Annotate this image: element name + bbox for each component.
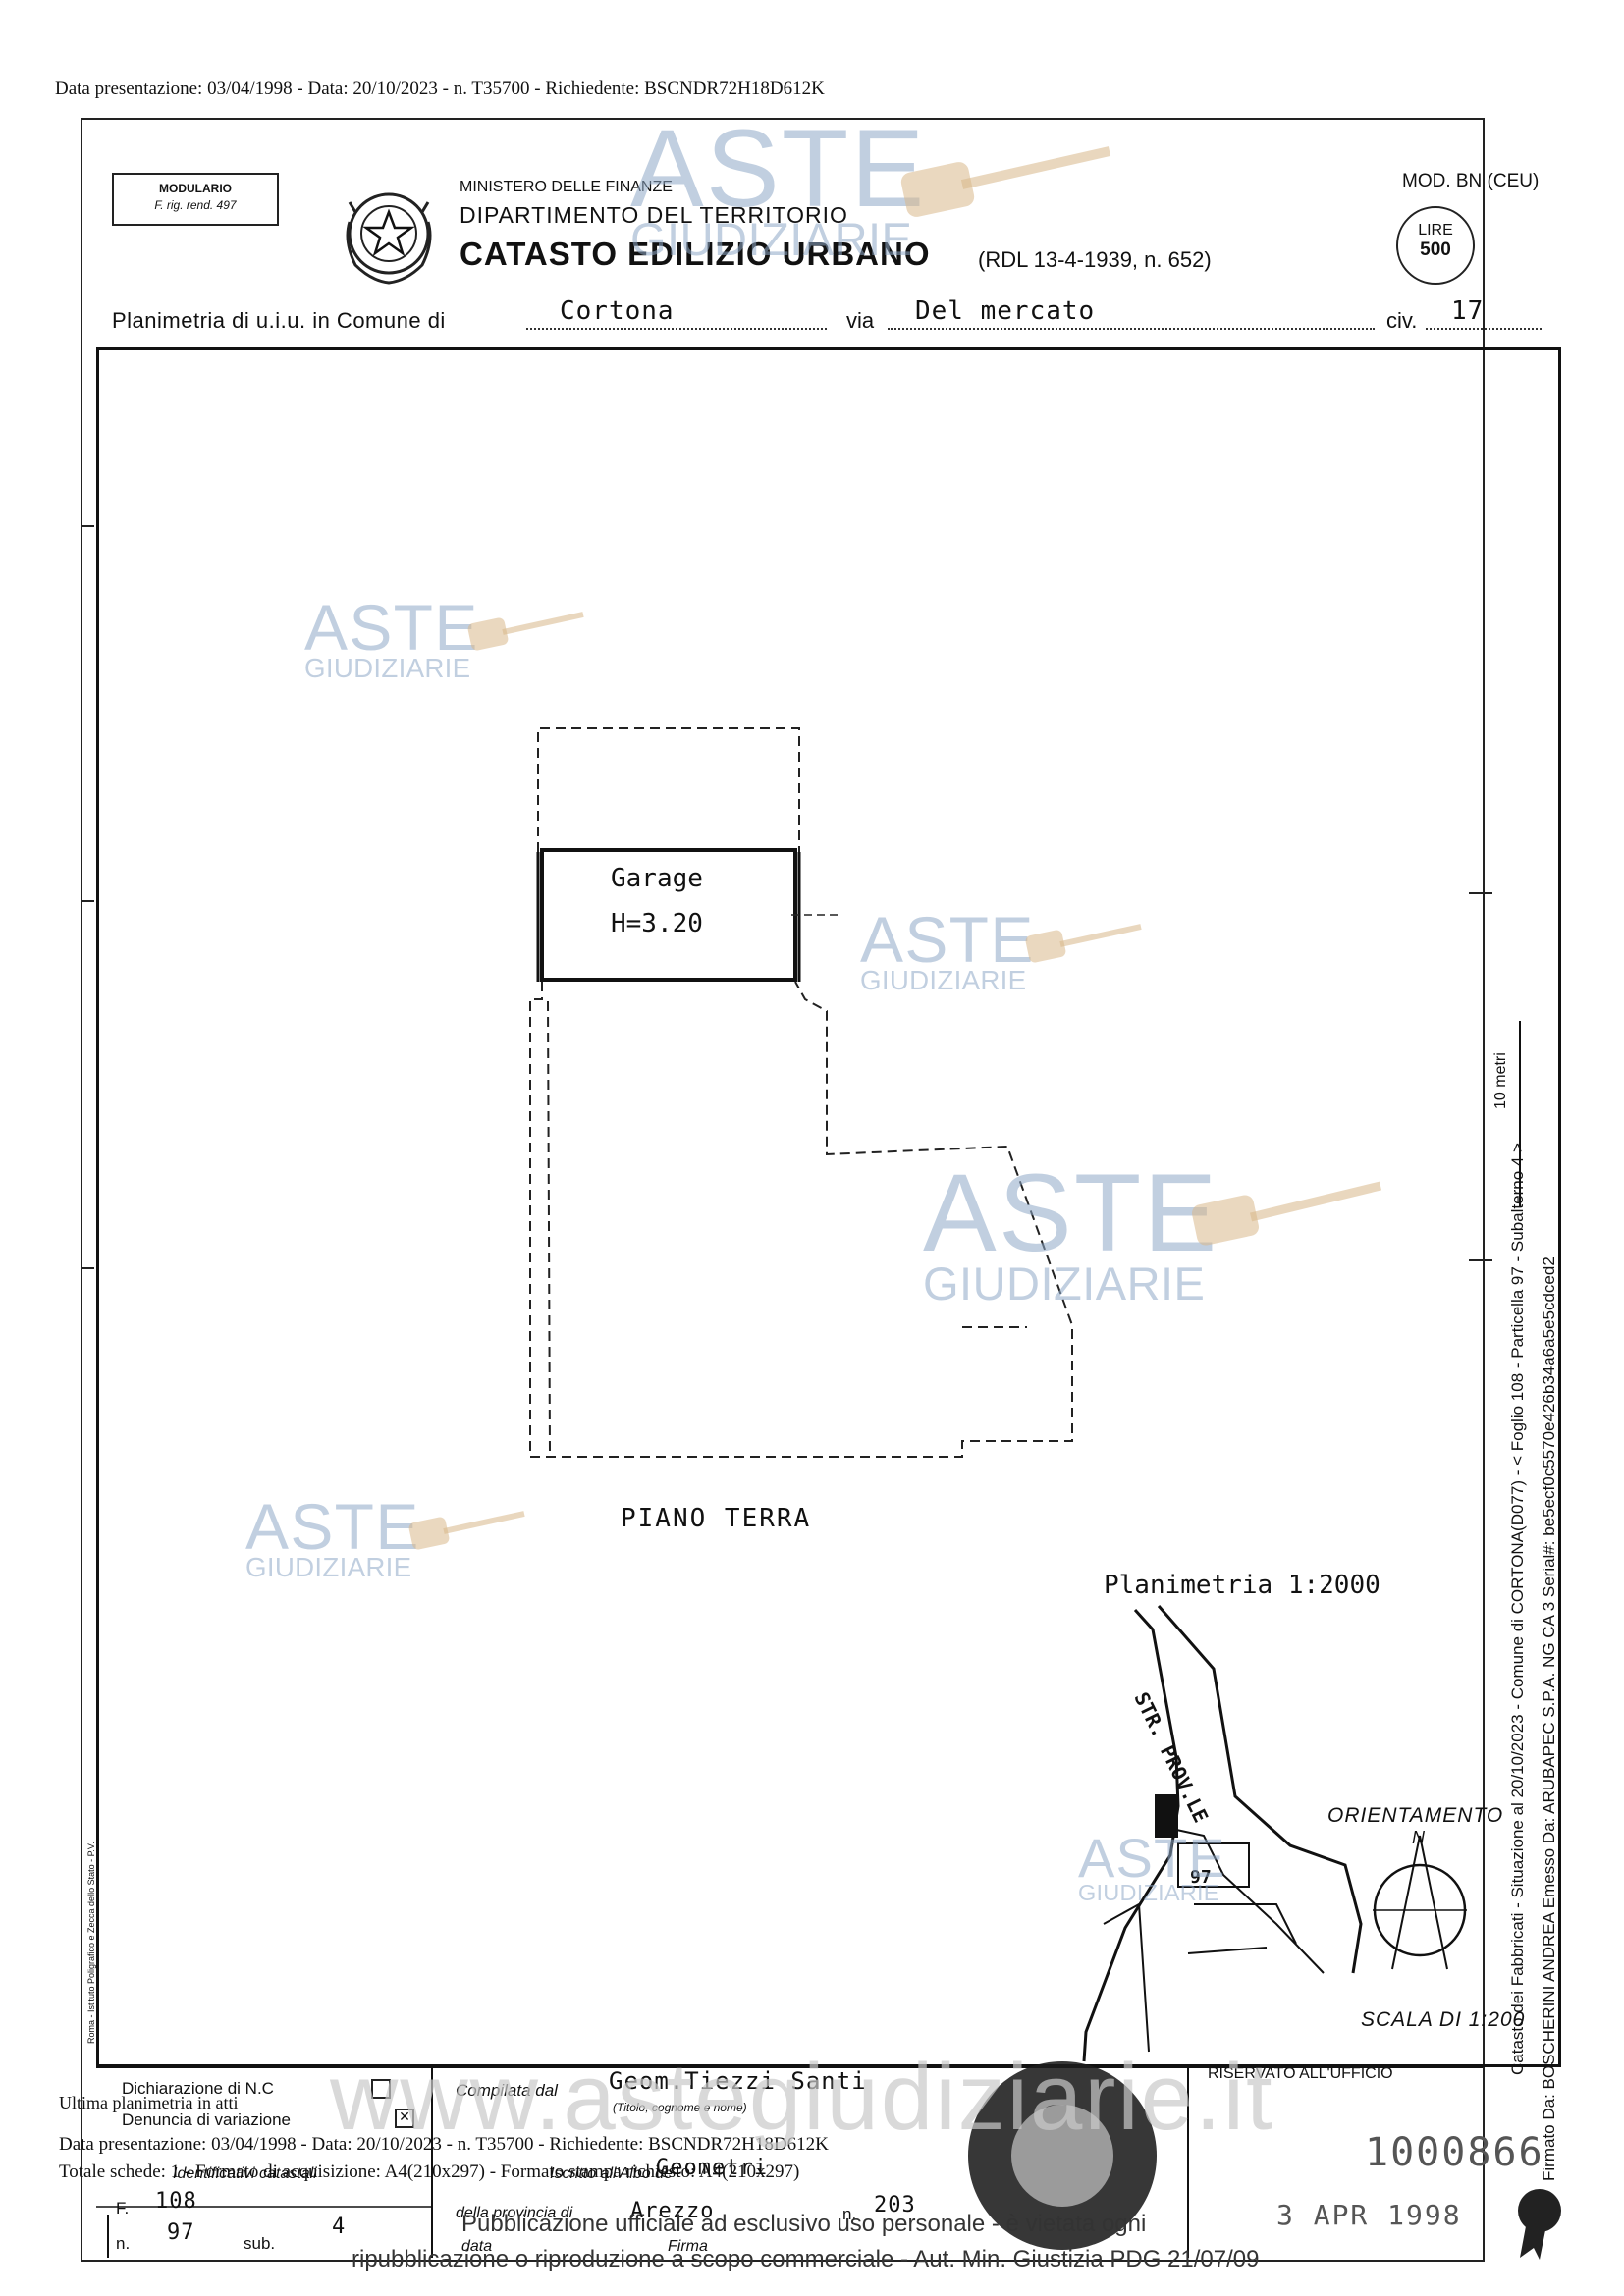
brand-watermark-aste: ASTE <box>630 107 927 230</box>
side-scale-bar-label: 10 metri <box>1492 1052 1509 1109</box>
riservato-label: RISERVATO ALL'UFFICIO <box>1208 2065 1393 2082</box>
titolo-note: (Titolo, cognome e nome) <box>613 2101 747 2114</box>
brand-watermark-giudiziarie: GIUDIZIARIE <box>630 212 913 265</box>
modulario-box: MODULARIO F. rig. rend. 497 <box>112 173 279 226</box>
site-watermark: www.astegiudiziarie.it <box>330 2045 1274 2150</box>
denuncia-label: Denuncia di variazione <box>122 2110 291 2129</box>
sub-label: sub. <box>244 2234 276 2253</box>
brand-watermark-aste: ASTE <box>923 1151 1219 1274</box>
albo-n-value: 203 <box>874 2193 916 2217</box>
foglio-label: F. <box>116 2199 130 2217</box>
modulario-title: MODULARIO <box>159 182 232 195</box>
room-name: Garage <box>611 864 703 893</box>
printer-note: Roma - Istituto Poligrafico e Zecca dell… <box>86 1842 96 2044</box>
brand-watermark-giudiziarie: GIUDIZIARIE <box>860 965 1027 996</box>
civ-label: civ. <box>1386 308 1418 333</box>
brand-watermark-giudiziarie: GIUDIZIARIE <box>304 653 471 684</box>
side-cadastral-text: Catasto dei Fabbricati - Situazione al 2… <box>1508 1143 1527 2075</box>
ministry-rdl: (RDL 13-4-1939, n. 652) <box>978 247 1212 272</box>
map-title: Planimetria 1:2000 <box>1104 1571 1380 1600</box>
floor-label: PIANO TERRA <box>621 1504 812 1533</box>
gavel-icon <box>1192 1181 1382 1246</box>
brand-watermark-top: ASTE GIUDIZIARIE <box>630 107 927 265</box>
orientation-label: ORIENTAMENTO <box>1327 1804 1504 1827</box>
north-label: N <box>1412 1828 1425 1847</box>
header-presentation-line: Data presentazione: 03/04/1998 - Data: 2… <box>55 79 825 99</box>
civ-dotline <box>1426 328 1542 330</box>
modulario-subtitle: F. rig. rend. 497 <box>154 198 237 212</box>
republic-emblem-icon <box>346 192 432 285</box>
civ-value: 17 <box>1451 296 1485 326</box>
dichiarazione-checkbox[interactable] <box>371 2079 391 2099</box>
gavel-icon <box>900 146 1111 217</box>
particella-label: 97 <box>1190 1867 1212 1888</box>
particella-footer-value: 97 <box>167 2220 195 2245</box>
ultima-planimetria: Ultima planimetria in atti <box>59 2093 239 2112</box>
data-label: data <box>461 2238 493 2255</box>
geometri-value: Geometri <box>656 2156 768 2180</box>
identificativi-label: Identificativi catastali <box>173 2165 317 2182</box>
iscritto-label: Iscritto all'Albo de <box>550 2165 673 2182</box>
ministry-line-2: DIPARTIMENTO DEL TERRITORIO <box>460 202 848 228</box>
brand-watermark-aste: ASTE <box>304 591 479 664</box>
firma-label: Firma <box>668 2238 708 2255</box>
brand-watermark-aste: ASTE <box>245 1490 420 1563</box>
brand-watermark-aste: ASTE <box>860 903 1035 976</box>
stamp-number: 1000866 <box>1365 2130 1544 2175</box>
comune-dotline <box>526 328 827 330</box>
brand-watermark-left: ASTE GIUDIZIARIE <box>304 591 479 684</box>
mod-label: MOD. BN (CEU) <box>1402 171 1540 191</box>
room-height: H=3.20 <box>611 909 703 938</box>
via-label: via <box>846 308 875 333</box>
via-dotline <box>888 328 1375 330</box>
via-value: Del mercato <box>915 296 1096 326</box>
gavel-icon <box>467 612 584 651</box>
gavel-icon <box>408 1511 525 1550</box>
particella-footer-label: n. <box>116 2234 131 2253</box>
publication-notice-1: Pubblicazione ufficiale ad esclusivo uso… <box>461 2211 1147 2237</box>
ministry-line-1: MINISTERO DELLE FINANZE <box>460 179 673 195</box>
document-outer-frame <box>81 118 1485 2262</box>
geom-name: Geom.Tiezzi Santi <box>609 2067 867 2095</box>
brand-watermark-giudiziarie: GIUDIZIARIE <box>245 1552 412 1583</box>
denuncia-checkbox[interactable]: ✕ <box>395 2109 414 2128</box>
ministry-line-3: CATASTO EDILIZIO URBANO <box>460 236 931 272</box>
footer-totale-line: Totale schede: 1 - Formato di acquisizio… <box>59 2162 800 2182</box>
brand-watermark-map: ASTE GIUDIZIARIE <box>1078 1827 1226 1906</box>
side-signature-text: Firmato Da: BOSCHERINI ANDREA Emesso Da:… <box>1540 1256 1558 2181</box>
stamp-date: 3 APR 1998 <box>1276 2199 1462 2231</box>
dichiarazione-label: Dichiarazione di N.C <box>122 2079 274 2098</box>
lire-value: 500 <box>1420 240 1451 260</box>
brand-watermark-aste: ASTE <box>1078 1827 1226 1889</box>
gavel-icon <box>1025 924 1142 963</box>
brand-watermark-center: ASTE GIUDIZIARIE <box>923 1151 1219 1309</box>
lire-label: LIRE <box>1418 222 1453 239</box>
albo-n-label: n. <box>842 2205 857 2223</box>
brand-watermark-giudiziarie: GIUDIZIARIE <box>923 1256 1206 1309</box>
sub-value: 4 <box>332 2215 347 2239</box>
planimetria-prefix: Planimetria di u.i.u. in Comune di <box>112 308 446 333</box>
foglio-value: 108 <box>155 2189 197 2214</box>
compilata-label: Compilata dal <box>456 2081 558 2100</box>
publication-notice-2: ripubblicazione o riproduzione a scopo c… <box>352 2246 1260 2272</box>
provincia-label: della provincia di <box>456 2205 573 2221</box>
comune-value: Cortona <box>560 296 675 326</box>
provincia-value: Arezzo <box>630 2199 715 2223</box>
brand-watermark-garage: ASTE GIUDIZIARIE <box>860 903 1035 996</box>
lire-circle: LIRE 500 <box>1396 206 1475 285</box>
footer-presentation-line: Data presentazione: 03/04/1998 - Data: 2… <box>59 2134 829 2155</box>
brand-watermark-lower-left: ASTE GIUDIZIARIE <box>245 1490 420 1583</box>
drawing-frame <box>96 347 1561 2067</box>
brand-watermark-giudiziarie: GIUDIZIARIE <box>1078 1880 1219 1906</box>
scale-label: SCALA DI 1:200 <box>1361 2008 1526 2031</box>
